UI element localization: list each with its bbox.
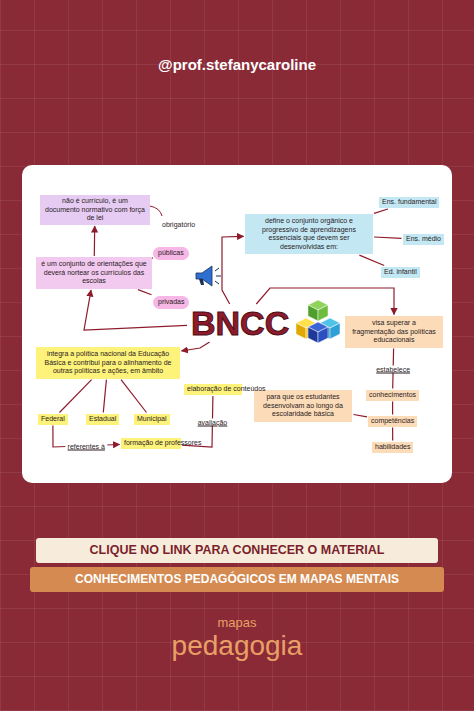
node-text: integra a política nacional da Educação … bbox=[41, 350, 175, 376]
concept-box: visa superar a fragmentação das política… bbox=[345, 316, 443, 348]
node-text: Ens. fundamental bbox=[382, 198, 436, 207]
concept-box: integra a política nacional da Educação … bbox=[36, 347, 180, 379]
tag-blob: privadas bbox=[153, 296, 189, 309]
connector bbox=[374, 237, 402, 238]
tag-blob: públicas bbox=[153, 247, 189, 260]
connector bbox=[359, 255, 384, 265]
item-tag: elaboração de conteúdos bbox=[184, 384, 242, 395]
node-text: CLIQUE NO LINK PARA CONHECER O MATERIAL bbox=[42, 543, 432, 558]
connector bbox=[222, 236, 244, 304]
node-text: conhecimentos bbox=[369, 391, 416, 400]
edge-label: estabelece bbox=[374, 365, 412, 372]
node-text: define o conjunto orgânico e progressivo… bbox=[250, 217, 368, 251]
node-text: é um conjunto de orientações que deverá … bbox=[40, 260, 148, 286]
concept-box: para que os estudantes desenvolvam ao lo… bbox=[254, 390, 352, 422]
node-text: Municipal bbox=[137, 415, 167, 424]
connector bbox=[354, 415, 368, 417]
node-text: CONHECIMENTOS PEDAGÓGICOS EM MAPAS MENTA… bbox=[36, 572, 438, 587]
edge-label: referentes à bbox=[66, 442, 107, 449]
node-text: BNCC bbox=[191, 306, 289, 340]
item-tag: habilidades bbox=[372, 442, 413, 453]
link-banner: CLIQUE NO LINK PARA CONHECER O MATERIAL bbox=[36, 538, 438, 563]
node-text: visa superar a fragmentação das política… bbox=[350, 319, 438, 345]
central-title: BNCC bbox=[188, 305, 292, 341]
handle-title: @prof.stefanycaroline bbox=[158, 56, 316, 73]
scope-tag: Estadual bbox=[86, 414, 119, 425]
node-text: não é currículo, é um documento normativ… bbox=[44, 197, 146, 223]
concept-box: define o conjunto orgânico e progressivo… bbox=[245, 214, 373, 254]
node-text: habilidades bbox=[375, 443, 410, 452]
connector bbox=[103, 380, 106, 413]
side-note: obrigatório bbox=[162, 221, 195, 228]
logo-word: pedagogia bbox=[172, 630, 303, 662]
node-text: privadas bbox=[158, 298, 184, 307]
connector bbox=[182, 342, 210, 351]
connector bbox=[392, 402, 393, 415]
node-text: elaboração de conteúdos bbox=[187, 385, 239, 394]
note-box: não é currículo, é um documento normativ… bbox=[40, 195, 150, 225]
node-text: Estadual bbox=[89, 415, 116, 424]
megaphone-icon bbox=[196, 266, 221, 286]
node-text: formação de professores bbox=[124, 439, 178, 448]
node-text: públicas bbox=[158, 249, 184, 258]
item-tag: competências bbox=[368, 416, 417, 427]
cubes-icon bbox=[296, 300, 340, 343]
connector bbox=[374, 209, 388, 213]
level-tag: Ens. médio bbox=[403, 234, 444, 245]
node-text: Ed. infantil bbox=[384, 268, 417, 277]
node-text: competências bbox=[371, 417, 414, 426]
title-banner: CONHECIMENTOS PEDAGÓGICOS EM MAPAS MENTA… bbox=[30, 567, 444, 592]
node-text: para que os estudantes desenvolvam ao lo… bbox=[259, 393, 347, 419]
leader-line bbox=[150, 206, 162, 216]
item-tag: formação de professores bbox=[121, 438, 181, 449]
edge-label: avaliação bbox=[196, 418, 230, 425]
connector bbox=[138, 290, 152, 295]
connector bbox=[392, 428, 393, 441]
connector bbox=[94, 226, 96, 256]
level-tag: Ens. fundamental bbox=[379, 197, 439, 208]
connector bbox=[121, 380, 147, 413]
item-tag: conhecimentos bbox=[366, 390, 419, 401]
node-text: Ens. médio bbox=[406, 235, 441, 244]
scope-tag: Federal bbox=[38, 414, 68, 425]
concept-box: é um conjunto de orientações que deverá … bbox=[36, 257, 152, 289]
scope-tag: Municipal bbox=[134, 414, 170, 425]
logo-word: mapas bbox=[217, 615, 256, 630]
level-tag: Ed. infantil bbox=[381, 267, 420, 278]
connector bbox=[60, 380, 92, 413]
node-text: Federal bbox=[41, 415, 65, 424]
